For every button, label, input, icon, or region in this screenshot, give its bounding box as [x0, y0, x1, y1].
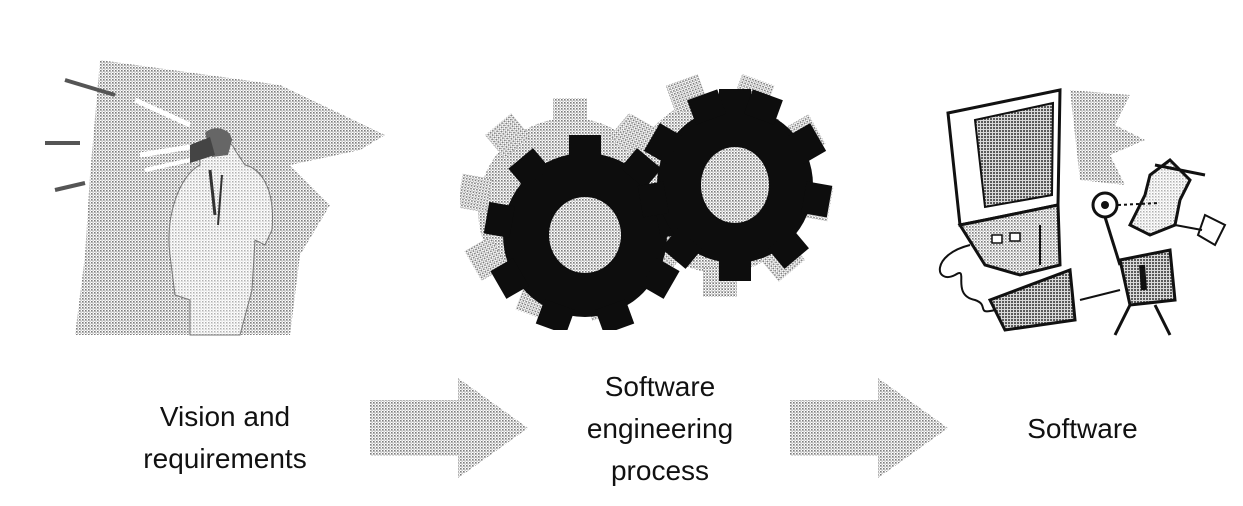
computer-user-icon [939, 88, 1227, 336]
gears-icon [460, 73, 834, 330]
right-arrow-icon [370, 378, 528, 478]
stage-label-software: Software [1027, 413, 1138, 444]
businessman-megaphone-icon [45, 60, 385, 336]
right-arrow-icon [790, 378, 948, 478]
stage-label-vision: Vision and requirements [143, 401, 307, 474]
stage-label-process: Software engineering process [586, 371, 734, 486]
